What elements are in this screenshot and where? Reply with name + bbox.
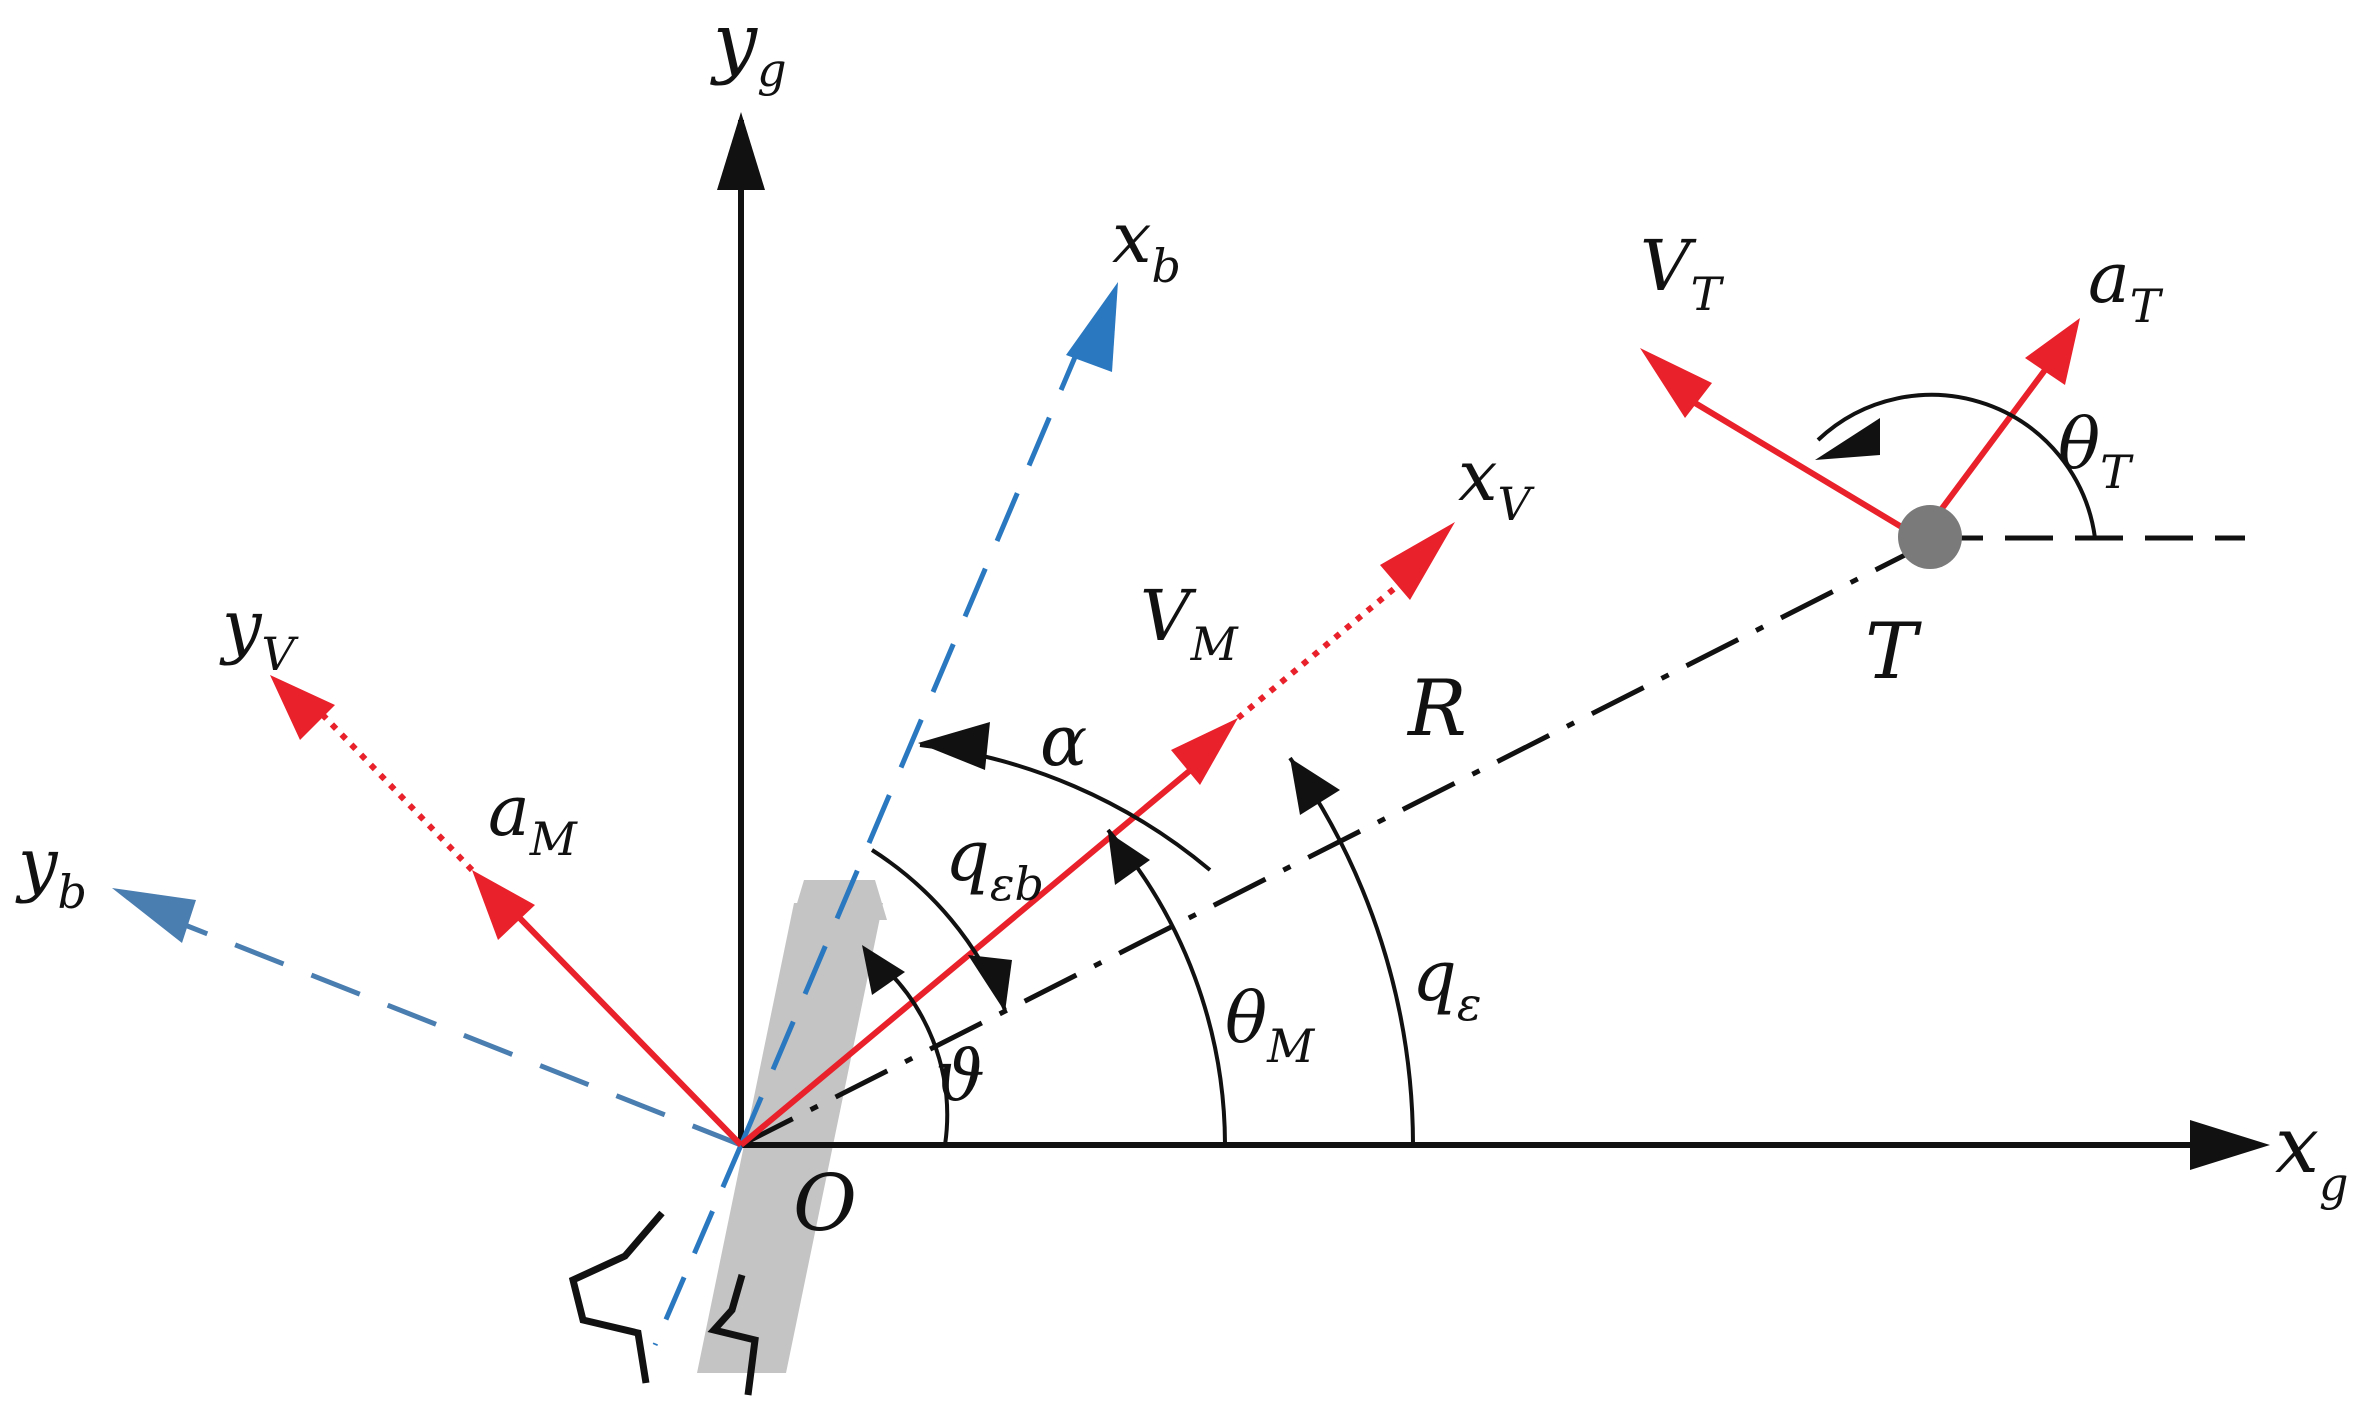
xb-arrowhead [1066,282,1118,372]
label-T: T [1865,607,1922,697]
label-xg: xg [2275,1101,2348,1211]
VM-arrowhead [1171,718,1238,785]
xb-axis-tail [652,1144,744,1346]
label-qepsb: qεb [945,815,1044,911]
label-thetaT: θT [2058,403,2134,499]
thetaT-arrowhead [1815,418,1880,460]
ground-axes [717,112,2270,1170]
yV-arrowhead [270,675,335,740]
label-aT: aT [2088,237,2164,333]
qeps-arc [1288,756,1415,1146]
labels: yg xg xb yb xV yV VM aM VT aT θT θM qε q… [15,0,2348,1249]
VT-arrowhead [1640,348,1712,418]
xb-axis [738,349,1081,1146]
aT-arrowhead [2025,318,2080,385]
target [1640,318,2097,569]
xV-arrowhead [1380,522,1455,600]
aM-arrowhead [472,870,535,940]
label-alpha: α [1040,700,1087,782]
thetaM-arrowhead [1108,832,1150,885]
body-axes [112,282,1118,1346]
VT-vector [1688,397,1922,541]
qepsb-arrowhead [968,955,1012,1012]
label-xV: xV [1458,435,1535,531]
label-xb: xb [1112,197,1181,293]
missile-fin-left [568,1210,665,1384]
missile-nose [792,880,887,920]
label-yV: yV [219,585,300,681]
label-R: R [1406,664,1467,754]
label-pitch: ϑ [935,1035,985,1117]
label-VT: VT [1640,225,1725,321]
yb-axis [184,922,742,1148]
yb-arrowhead [112,888,196,943]
xg-arrowhead [2190,1120,2270,1170]
angle-arcs [862,722,1415,1146]
thetaT-arc [1816,392,2097,539]
label-VM: VM [1140,575,1240,671]
qeps-arrowhead [1290,758,1340,815]
target-point [1898,505,1962,569]
label-O: O [793,1159,857,1249]
xV-axis-dotted [1236,585,1397,721]
label-yg: yg [710,0,787,97]
label-thetaM: θM [1225,977,1316,1073]
line-of-sight [739,552,1907,1148]
yV-axis-dotted [315,707,475,873]
missile-body [568,880,887,1396]
pitch-arrowhead [862,945,905,995]
label-yb: yb [15,823,87,919]
label-qeps: qε [1412,935,1482,1031]
alpha-arrowhead [918,722,990,770]
aM-vector [504,902,744,1148]
yg-arrowhead [717,112,765,190]
missile-fuselage [697,903,883,1373]
label-aM: aM [488,770,579,866]
missile-fin-right [707,1274,759,1396]
